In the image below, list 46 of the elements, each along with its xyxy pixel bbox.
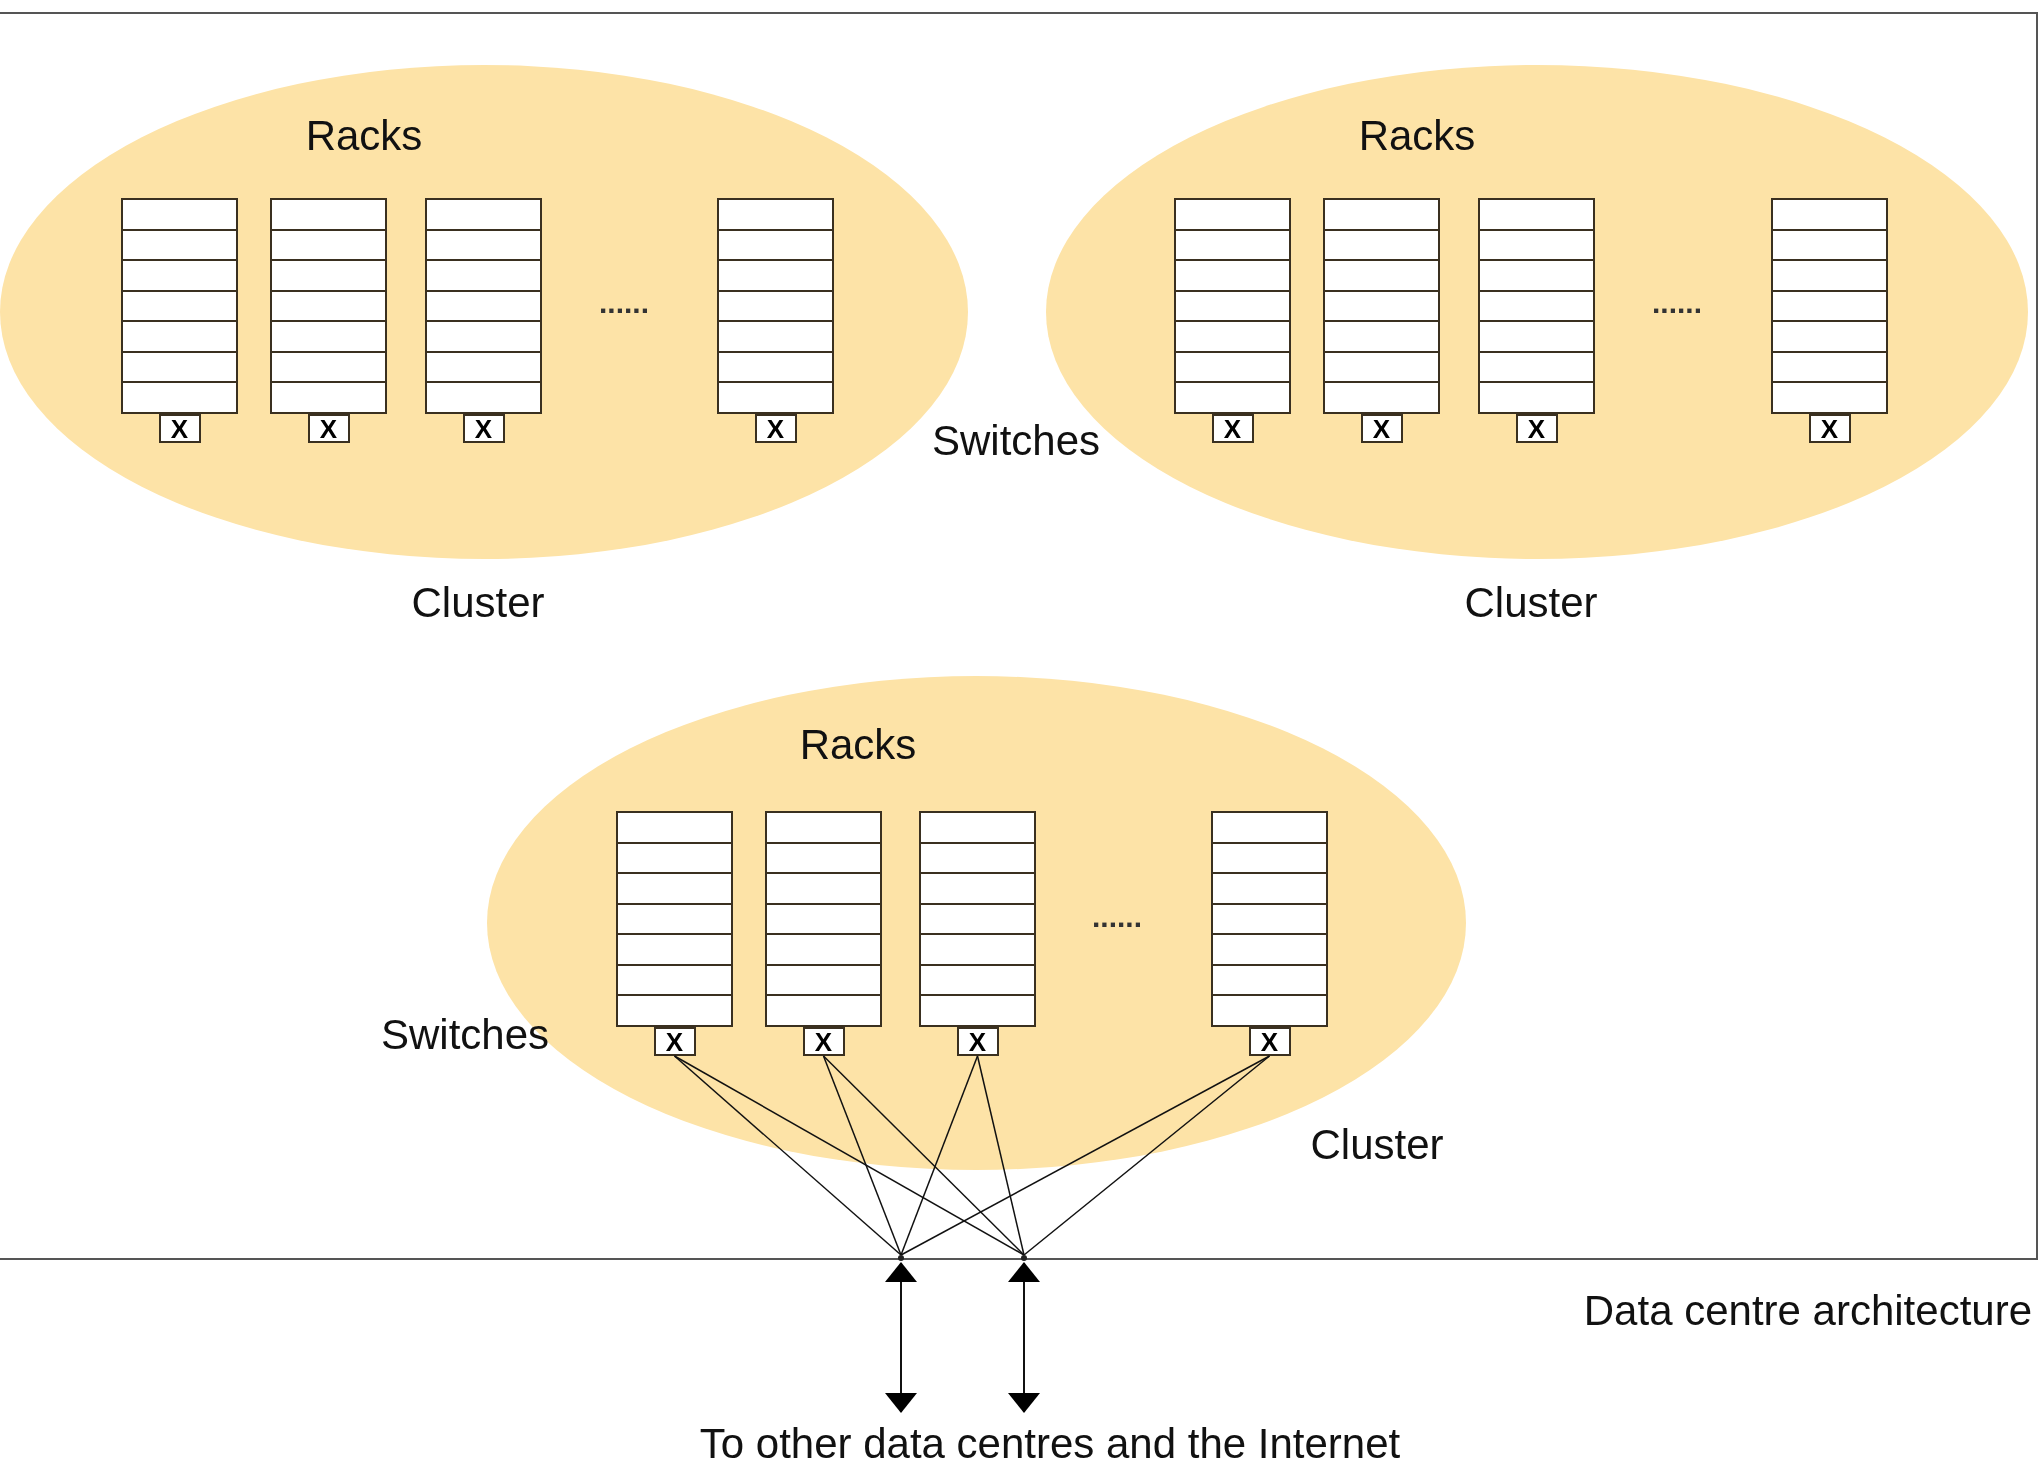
network-switch: X [462, 414, 505, 443]
server-rack [765, 811, 882, 1027]
server-rack [270, 198, 387, 414]
server-rack [1174, 198, 1291, 414]
network-switch: X [956, 1027, 999, 1056]
server-rack [1771, 198, 1888, 414]
server-rack [121, 198, 238, 414]
ellipsis-text: ...... [598, 288, 650, 318]
switches-label: Switches [930, 420, 1102, 462]
network-link [900, 1055, 979, 1256]
server-rack [1323, 198, 1440, 414]
cluster-label: Cluster [1463, 582, 1599, 624]
server-rack [1478, 198, 1595, 414]
network-link [822, 1055, 902, 1256]
network-switch: X [653, 1027, 696, 1056]
cluster-title: Racks [1357, 115, 1477, 157]
cluster-title: Racks [798, 724, 918, 766]
network-switch: X [1248, 1027, 1291, 1056]
network-switch: X [754, 414, 797, 443]
cluster-title: Racks [304, 115, 424, 157]
network-switch: X [158, 414, 201, 443]
network-switch: X [1515, 414, 1558, 443]
network-link [976, 1055, 1025, 1256]
network-link [1023, 1055, 1271, 1256]
network-switch: X [1360, 414, 1403, 443]
junction-point [1021, 1255, 1027, 1261]
server-rack [1211, 811, 1328, 1027]
server-rack [425, 198, 542, 414]
network-switch: X [1808, 414, 1851, 443]
network-switch: X [802, 1027, 845, 1056]
destination-text: To other data centres and the Internet [560, 1418, 1540, 1471]
cluster-label: Cluster [410, 582, 546, 624]
diagram-caption: Data centre architecture [1583, 1290, 2032, 1332]
network-link [900, 1055, 1271, 1256]
server-rack [616, 811, 733, 1027]
ellipsis-text: ...... [1651, 288, 1703, 318]
network-link [822, 1055, 1025, 1256]
server-rack [717, 198, 834, 414]
server-rack [919, 811, 1036, 1027]
cluster-label: Cluster [1309, 1124, 1445, 1166]
network-switch: X [1211, 414, 1254, 443]
network-switch: X [307, 414, 350, 443]
switches-label: Switches [379, 1014, 551, 1056]
ellipsis-text: ...... [1091, 902, 1143, 932]
junction-point [898, 1255, 904, 1261]
network-link [673, 1055, 902, 1256]
